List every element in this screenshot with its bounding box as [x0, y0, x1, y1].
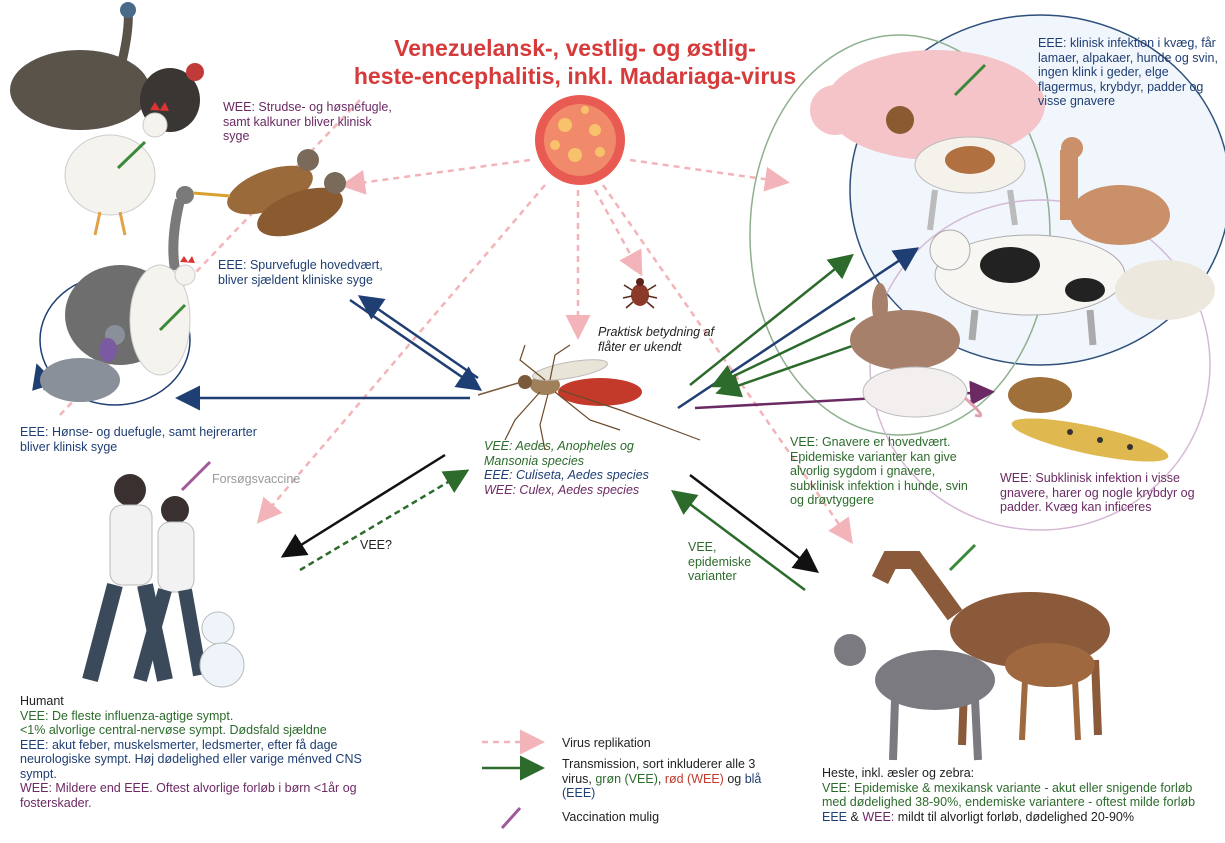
horse-text: Heste, inkl. æsler og zebra: VEE: Epidem… — [822, 766, 1197, 824]
human-vee-line-1: VEE: De fleste influenza-agtige sympt. — [20, 709, 375, 724]
horse-heading: Heste, inkl. æsler og zebra: — [822, 766, 1197, 781]
sparrows-icon — [221, 149, 349, 246]
human-transmission-arrows — [285, 455, 465, 570]
pig-icon — [810, 50, 1045, 160]
emu-icon — [10, 2, 150, 130]
horse-wee-prefix: WEE: — [862, 810, 894, 824]
experimental-vaccine-label: Forsøgsvaccine — [212, 472, 300, 487]
legend-green-word: grøn (VEE) — [595, 772, 658, 786]
diagram-title: Venezuelansk-, vestlig- og østlig- heste… — [325, 34, 825, 90]
legend-transmission-label: Transmission, sort inkluderer alle 3 vir… — [562, 757, 787, 801]
horse-vee-text: Epidemiske & mexikansk variante - akut e… — [822, 781, 1195, 810]
human-wee: WEE: Mildere end EEE. Oftest alvorlige f… — [20, 781, 375, 810]
mosquito-eee: EEE: Culiseta, Aedes species — [484, 468, 674, 483]
sheep-icon — [1115, 260, 1215, 320]
vee-question-label: VEE? — [360, 538, 392, 553]
frog-icon — [1008, 377, 1072, 413]
salamander-icon — [1009, 410, 1171, 471]
syringe-icon-horse — [950, 545, 975, 570]
title-line-2: heste-encephalitis, inkl. Madariaga-viru… — [325, 62, 825, 90]
horse-amp: & — [847, 810, 862, 824]
mosquito-species-text: VEE: Aedes, Anopheles og Mansonia specie… — [484, 439, 674, 497]
horse-vee-prefix: VEE: — [822, 781, 851, 795]
legend-vaccination-label: Vaccination mulig — [562, 810, 659, 825]
legend-replication-label: Virus replikation — [562, 736, 651, 751]
horse-eee-wee: EEE & WEE: mildt til alvorligt forløb, d… — [822, 810, 1197, 825]
mammals-vee-text: VEE: Gnavere er hovedvært. Epidemiske va… — [790, 435, 970, 508]
human-text: Humant VEE: De fleste influenza-agtige s… — [20, 694, 375, 810]
tick-icon — [623, 278, 657, 308]
human-eee: EEE: akut feber, muskelsmerter, ledsmert… — [20, 738, 375, 782]
horse-eee-prefix: EEE — [822, 810, 847, 824]
mosquito-wee: WEE: Culex, Aedes species — [484, 483, 674, 498]
mammals-wee-text: WEE: Subklinisk infektion i visse gnaver… — [1000, 471, 1210, 515]
mammals-eee-text: EEE: klinisk infektion i kvæg, får lamae… — [1038, 36, 1218, 109]
birds-eee-hens-text: EEE: Hønse- og duefugle, samt hejrerarte… — [20, 425, 280, 454]
baby-icon — [200, 612, 244, 687]
rat-icon — [863, 367, 981, 417]
mosquito-vee: VEE: Aedes, Anopheles og Mansonia specie… — [484, 439, 674, 468]
mosquito-icon — [478, 345, 700, 450]
human-figures-icon — [90, 474, 200, 680]
legend-red-word: rød (WEE) — [665, 772, 724, 786]
foal-icon — [1005, 643, 1095, 740]
legend-sep-2: og — [724, 772, 745, 786]
legend-glyphs — [482, 742, 540, 828]
horse-vee: VEE: Epidemiske & mexikansk variante - a… — [822, 781, 1197, 810]
human-heading: Humant — [20, 694, 375, 709]
horse-eee-wee-text: mildt til alvorligt forløb, dødelighed 2… — [894, 810, 1134, 824]
birds-wee-text: WEE: Strudse- og høsnefugle, samt kalkun… — [223, 100, 398, 144]
syringe-icon-human — [182, 462, 210, 490]
title-line-1: Venezuelansk-, vestlig- og østlig- — [325, 34, 825, 62]
virus-particle-icon — [535, 95, 625, 185]
legend-syringe-icon — [502, 808, 520, 828]
human-vee-line-2: <1% alvorlige central-nervøse sympt. Død… — [20, 723, 375, 738]
tick-label: Praktisk betydning af flåter er ukendt — [598, 325, 723, 354]
birds-eee-passerine-text: EEE: Spurvefugle hovedvært, bliver sjæld… — [218, 258, 408, 287]
legend-sep-1: , — [658, 772, 665, 786]
horse-arrow-label: VEE, epidemiske varianter — [688, 540, 768, 584]
